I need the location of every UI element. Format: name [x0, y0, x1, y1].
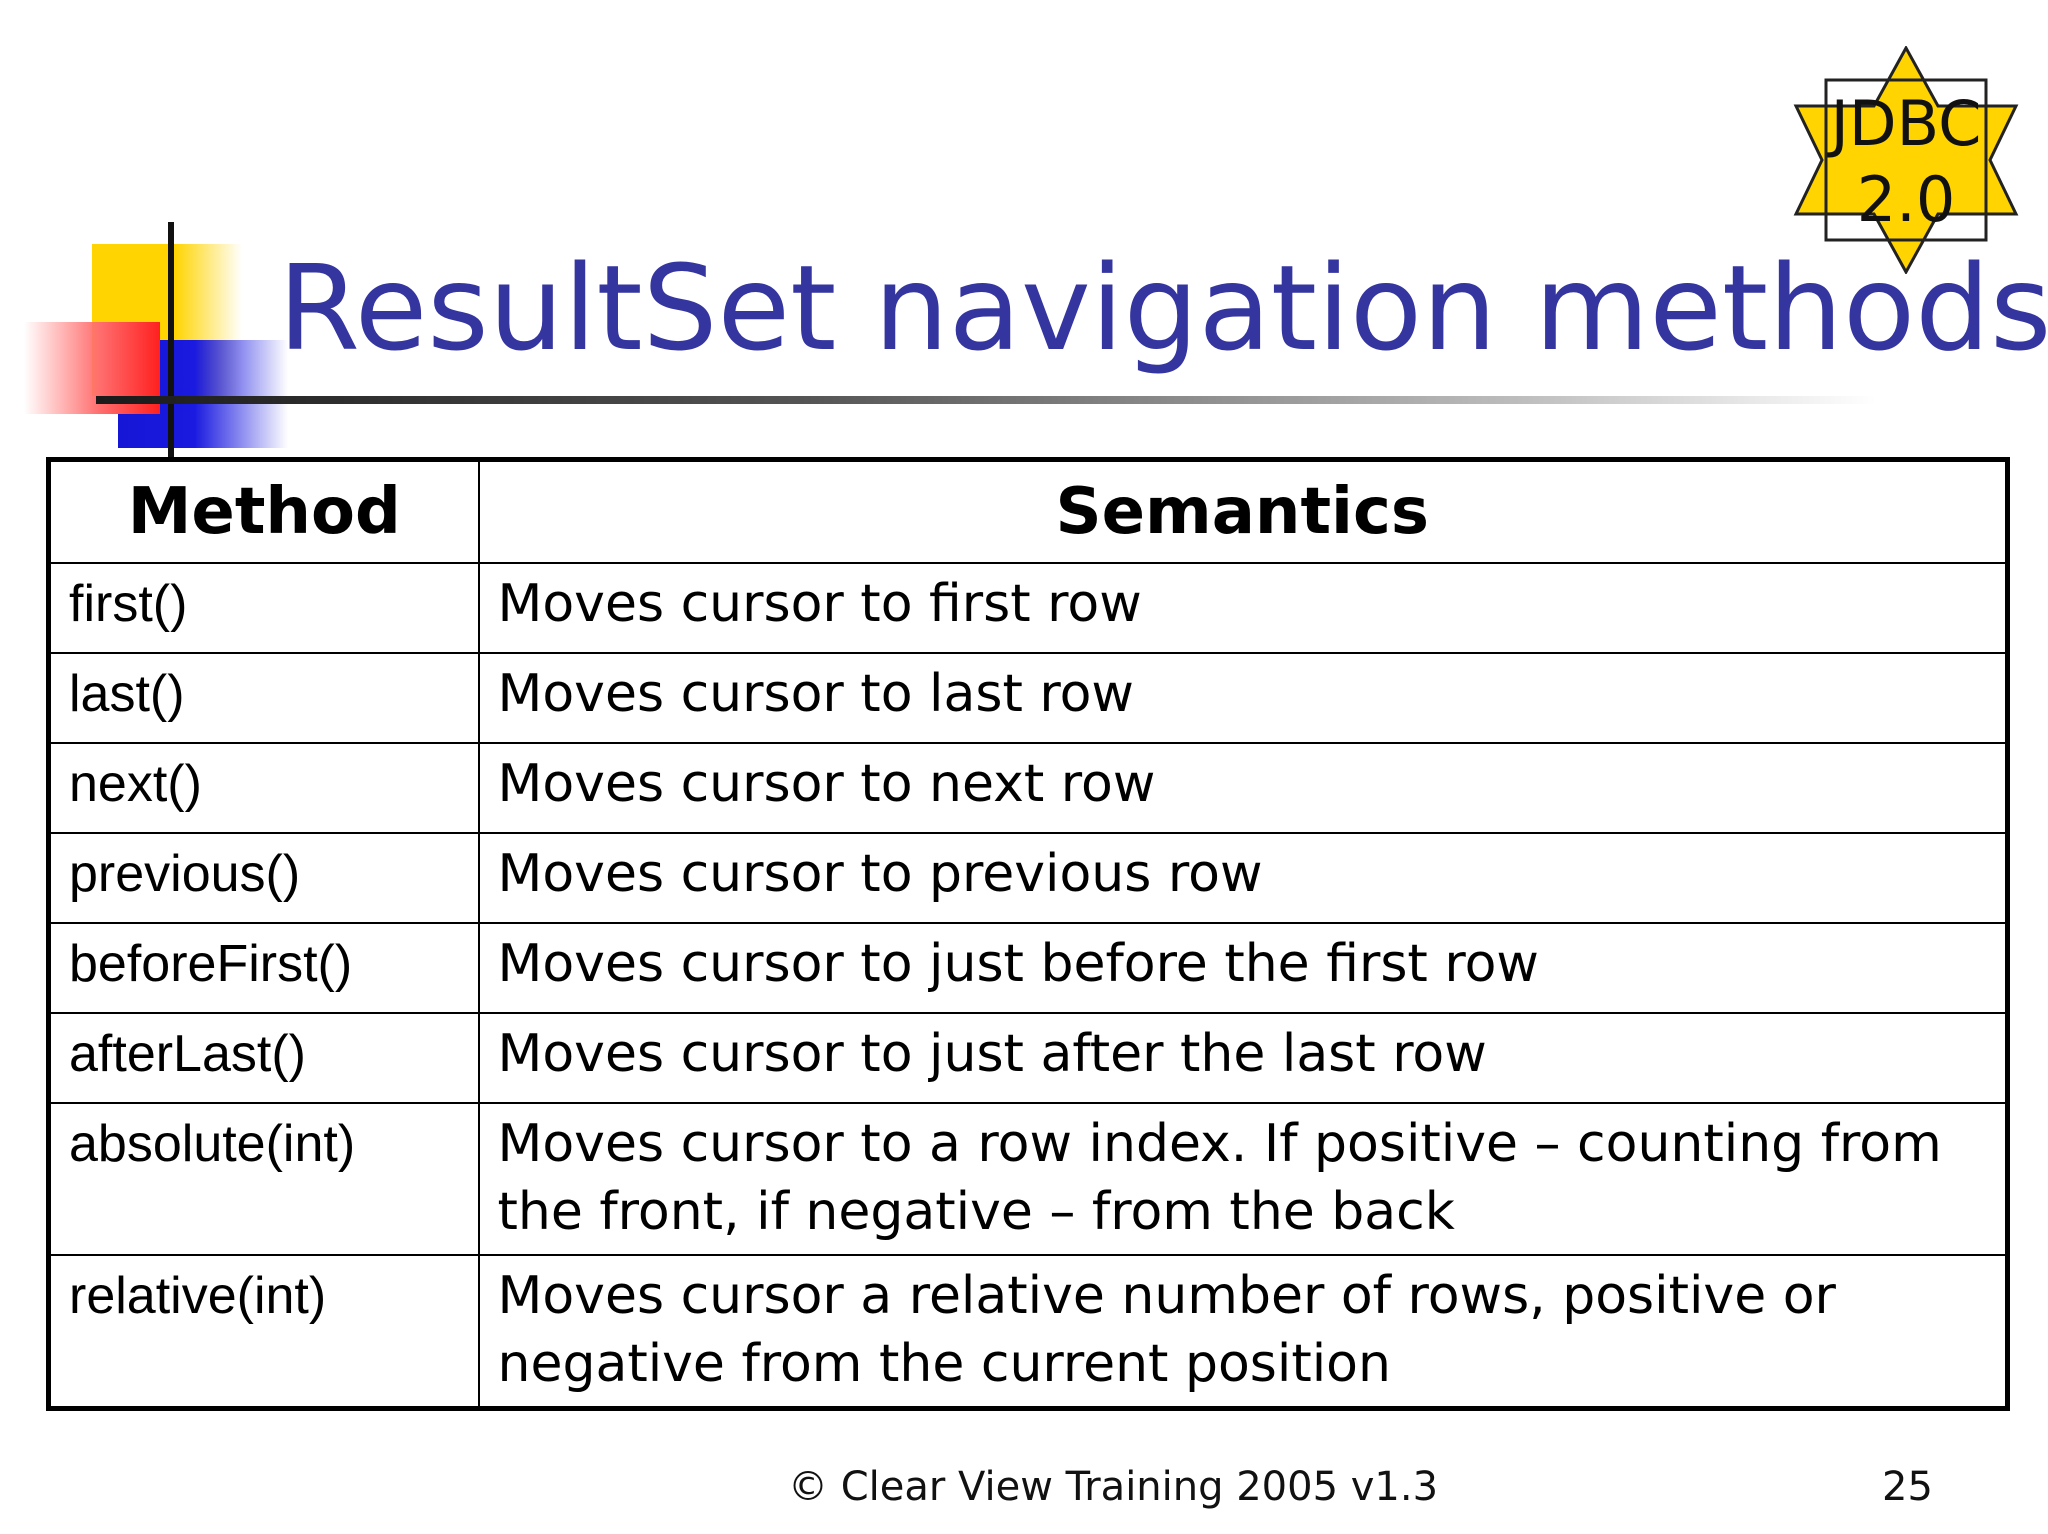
- page-number: 25: [1882, 1464, 1933, 1510]
- jdbc-badge: JDBC 2.0: [1792, 46, 2020, 274]
- semantics-cell: Moves cursor to next row: [477, 742, 2009, 834]
- table-row: first() Moves cursor to first row: [47, 562, 2009, 654]
- badge-line-2: 2.0: [1856, 163, 1956, 236]
- logo-vertical-line: [168, 222, 174, 462]
- table-row: afterLast() Moves cursor to just after t…: [47, 1012, 2009, 1104]
- footer-copyright: © Clear View Training 2005 v1.3: [788, 1464, 1439, 1510]
- method-cell: relative(int): [47, 1254, 480, 1410]
- semantics-cell: Moves cursor to last row: [477, 652, 2009, 744]
- column-header-semantics: Semantics: [477, 458, 2009, 564]
- title-underline: [96, 396, 1876, 404]
- semantics-cell: Moves cursor to just before the first ro…: [477, 922, 2009, 1014]
- corner-logo: [0, 0, 300, 470]
- semantics-cell: Moves cursor a relative number of rows, …: [477, 1254, 2009, 1410]
- table-row: previous() Moves cursor to previous row: [47, 832, 2009, 924]
- table-row: last() Moves cursor to last row: [47, 652, 2009, 744]
- slide-title: ResultSet navigation methods: [278, 239, 2048, 377]
- star-badge-icon: [1793, 46, 2019, 274]
- method-cell: last(): [47, 652, 480, 744]
- table-row: next() Moves cursor to next row: [47, 742, 2009, 834]
- method-cell: beforeFirst(): [47, 922, 480, 1014]
- semantics-cell: Moves cursor to a row index. If positive…: [477, 1102, 2009, 1256]
- badge-line-1: JDBC: [1830, 87, 1982, 160]
- semantics-cell: Moves cursor to first row: [477, 562, 2009, 654]
- table-row: beforeFirst() Moves cursor to just befor…: [47, 922, 2009, 1014]
- semantics-cell: Moves cursor to just after the last row: [477, 1012, 2009, 1104]
- table-row: absolute(int) Moves cursor to a row inde…: [47, 1102, 2009, 1256]
- method-cell: absolute(int): [47, 1102, 480, 1256]
- methods-table-container: Method Semantics first() Moves cursor to…: [46, 457, 2010, 1411]
- semantics-cell: Moves cursor to previous row: [477, 832, 2009, 924]
- method-cell: afterLast(): [47, 1012, 480, 1104]
- column-header-method: Method: [47, 458, 480, 564]
- method-cell: next(): [47, 742, 480, 834]
- method-cell: previous(): [47, 832, 480, 924]
- method-cell: first(): [47, 562, 480, 654]
- methods-table: Method Semantics first() Moves cursor to…: [46, 457, 2010, 1411]
- table-header-row: Method Semantics: [47, 458, 2009, 564]
- table-row: relative(int) Moves cursor a relative nu…: [47, 1254, 2009, 1410]
